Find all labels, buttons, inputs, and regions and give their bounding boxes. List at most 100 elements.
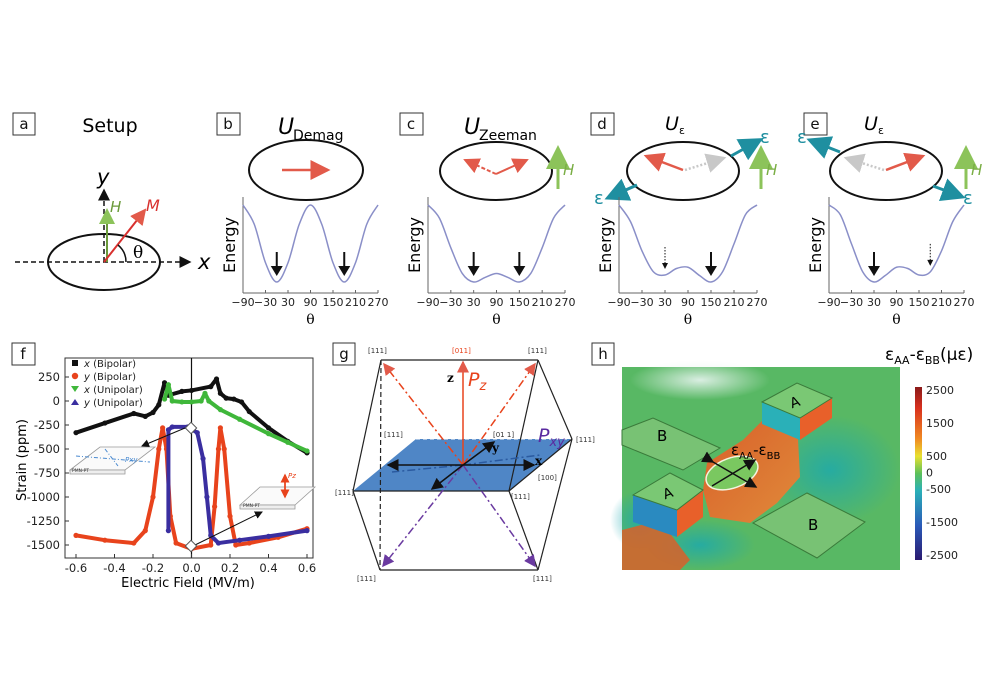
- data-point: [227, 513, 233, 519]
- data-point: [161, 396, 168, 402]
- data-point: [150, 494, 156, 500]
- x-tick-label: 0.6: [298, 561, 316, 575]
- inset-material-label: PMN-PT: [243, 503, 260, 509]
- data-point: [246, 408, 252, 415]
- energy-curve: [618, 204, 758, 283]
- panel-label: d: [597, 115, 607, 133]
- x-tick-label: 270: [954, 296, 975, 309]
- legend-entry: x (Unipolar): [71, 385, 143, 396]
- minimum-arrow-head: [705, 266, 717, 276]
- data-point: [246, 540, 252, 546]
- magnetization-arrow: [495, 158, 529, 175]
- state-marker: [184, 539, 198, 553]
- x-axis-label: θ: [492, 312, 500, 328]
- x-tick-label: −90: [817, 296, 840, 309]
- angle-arc: [117, 244, 127, 263]
- x-tick-label: 270: [368, 296, 389, 309]
- x-tick-label: −90: [416, 296, 439, 309]
- svg-text:[111]: [111]: [528, 347, 547, 355]
- x-tick-label: 0.2: [221, 561, 239, 575]
- minimum-arrow-head: [467, 266, 480, 276]
- panel-label: c: [407, 115, 415, 133]
- title-main: U: [864, 113, 878, 135]
- data-point: [213, 376, 220, 382]
- panel-label-box: [803, 112, 828, 136]
- strain-difference-label: εAA-εBB: [731, 441, 780, 462]
- data-point: [194, 430, 200, 436]
- y-axis-label: Strain (ppm): [15, 419, 30, 501]
- panel-a: a Setup x y H M θ: [12, 112, 211, 291]
- field-h-label: H: [563, 161, 574, 179]
- y-tick-label: -250: [34, 418, 60, 432]
- pad-b-label: B: [657, 427, 667, 445]
- x-tick-label: −30: [630, 296, 653, 309]
- colorbar-tick-label: 2500: [926, 384, 954, 397]
- legend-entry: y (Bipolar): [71, 372, 136, 383]
- metastable-arrow-head: [662, 263, 668, 269]
- inset-in-plane: Pxy PMN-PT: [68, 427, 186, 475]
- pz-label: Pz: [468, 369, 487, 394]
- data-point: [165, 382, 171, 388]
- x-tick-label: 30: [467, 296, 481, 309]
- data-point: [179, 399, 185, 405]
- data-point: [238, 399, 245, 405]
- pxy-label: Pxy: [538, 425, 565, 450]
- plot-frame: [64, 357, 314, 559]
- data-point: [161, 380, 168, 386]
- x-tick-label: 90: [304, 296, 318, 309]
- legend-label: y (Bipolar): [83, 372, 136, 383]
- data-point: [142, 528, 148, 534]
- panel-e: e U ε ε ε H: [797, 112, 982, 209]
- y-vector: [462, 441, 496, 466]
- data-point: [231, 396, 237, 402]
- strain-label: ε: [594, 188, 604, 209]
- colorbar-tick-label: 1500: [926, 417, 954, 430]
- field-h-label: H: [766, 161, 777, 179]
- strain-arrow: [604, 178, 638, 201]
- legend-label: y (Unipolar): [83, 398, 143, 409]
- x-tick-label: 30: [867, 296, 881, 309]
- angle-theta-label: θ: [133, 243, 143, 263]
- data-point: [169, 398, 175, 404]
- inset-material-label: PMN-PT: [72, 468, 89, 474]
- svg-text:[111]: [111]: [533, 575, 552, 583]
- y-axis-label: Energy: [405, 217, 424, 273]
- minimum-arrow-head: [338, 266, 351, 276]
- panel-label-box: [216, 112, 241, 136]
- panel-label: a: [19, 115, 28, 133]
- field-h-label: H: [110, 198, 121, 216]
- data-point: [206, 398, 212, 404]
- x-tick-label: 210: [345, 296, 366, 309]
- x-axis-label: Electric Field (MV/m): [121, 576, 255, 591]
- x-tick-label: 150: [323, 296, 344, 309]
- strain-arrow: [932, 178, 966, 202]
- y-tick-label: -500: [34, 442, 60, 456]
- panel-label-box: [399, 112, 424, 136]
- data-point: [173, 540, 179, 546]
- x-tick-label: 210: [532, 296, 553, 309]
- data-point: [304, 528, 310, 534]
- title-main: U: [278, 115, 294, 140]
- metastable-arrow-head: [927, 259, 934, 266]
- heatmap-title: εAA-εBB(με): [885, 345, 973, 367]
- data-point: [208, 542, 214, 548]
- minimum-arrow-head: [270, 266, 283, 276]
- data-point: [215, 446, 222, 452]
- x-tick-label: 0.0: [182, 561, 200, 575]
- x-tick-label: 90: [890, 296, 904, 309]
- data-point: [217, 425, 223, 431]
- data-point: [150, 409, 156, 416]
- panel-label-box: [591, 342, 615, 366]
- x-axis-label: x: [197, 250, 211, 274]
- previous-magnetization-arrow: [843, 153, 885, 173]
- data-point: [237, 416, 243, 422]
- strain-plot: 2500-250-500-750-1000-1250-1500-0.6-0.4-…: [15, 357, 316, 591]
- panel-label: g: [339, 345, 349, 363]
- legend-entry: y (Unipolar): [71, 398, 143, 409]
- panel-b: b U Demag: [216, 112, 364, 201]
- x-tick-label: 210: [724, 296, 745, 309]
- direction-labels: [111] [011] [111] [111] [01 1] [111] [10…: [335, 347, 595, 583]
